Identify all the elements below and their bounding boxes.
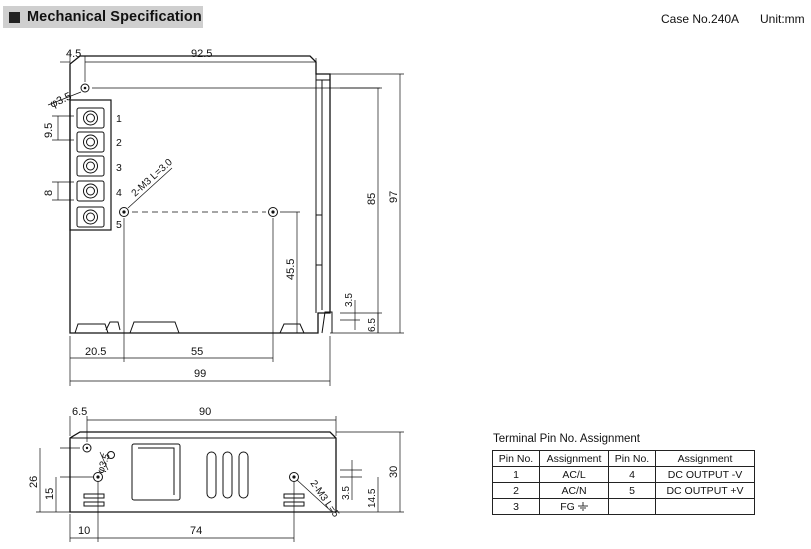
cell: 5 xyxy=(608,482,656,499)
top-view: 1 2 3 4 5 xyxy=(43,48,404,386)
table-row: 1 AC/L 4 DC OUTPUT -V xyxy=(492,466,755,483)
cell: DC OUTPUT +V xyxy=(655,482,755,499)
section-header: Mechanical Specification xyxy=(3,6,203,28)
dim-side-3-5: 3.5 xyxy=(341,486,352,500)
pin-assignment-table: Pin No. Assignment Pin No. Assignment 1 … xyxy=(492,450,755,515)
dim-side-6-5: 6.5 xyxy=(72,406,87,418)
terminal-label-1: 1 xyxy=(116,113,122,125)
case-number: Case No.240A xyxy=(661,12,740,26)
cell: 3 xyxy=(492,498,540,515)
side-view: 6.5 90 φ3.5 26 15 2-M3 L=5 3.5 14.5 30 1… xyxy=(28,406,404,542)
header-assignment: Assignment xyxy=(539,450,609,467)
dim-8: 8 xyxy=(43,190,55,196)
cell-fg: FG xyxy=(539,498,609,515)
ground-icon xyxy=(577,501,588,510)
cell: AC/L xyxy=(539,466,609,483)
cell: AC/N xyxy=(539,482,609,499)
mounting-hole xyxy=(80,83,90,93)
dim-85: 85 xyxy=(366,193,378,205)
dim-6-5: 6.5 xyxy=(367,318,378,332)
unit-label: Unit:mm xyxy=(760,12,805,26)
dim-90: 90 xyxy=(199,406,211,418)
dim-4-5: 4.5 xyxy=(66,48,81,60)
dim-92-5: 92.5 xyxy=(191,48,212,60)
dim-14-5: 14.5 xyxy=(367,488,378,508)
dim-55: 55 xyxy=(191,346,203,358)
table-row: 3 FG xyxy=(492,498,755,515)
cell: DC OUTPUT -V xyxy=(655,466,755,483)
terminal-label-4: 4 xyxy=(116,187,122,199)
section-title: Mechanical Specification xyxy=(27,9,202,25)
header-assignment-2: Assignment xyxy=(655,450,755,467)
mounting-hole xyxy=(119,207,129,217)
screw-note-top: 2-M3 L=3.0 xyxy=(130,157,175,200)
cell: 2 xyxy=(492,482,540,499)
table-row: 2 AC/N 5 DC OUTPUT +V xyxy=(492,482,755,499)
terminal-label-5: 5 xyxy=(116,219,122,231)
terminal-label-2: 2 xyxy=(116,137,122,149)
pin-table-caption: Terminal Pin No. Assignment xyxy=(493,433,641,445)
dim-15: 15 xyxy=(44,488,56,500)
dim-99: 99 xyxy=(194,368,206,380)
dim-74: 74 xyxy=(190,525,202,537)
dim-30: 30 xyxy=(388,466,400,478)
header-pin-no-2: Pin No. xyxy=(608,450,656,467)
dim-9-5: 9.5 xyxy=(43,123,55,138)
cell xyxy=(655,498,755,515)
mounting-hole xyxy=(289,472,299,482)
dim-3-5: 3.5 xyxy=(344,293,355,307)
terminal-screws xyxy=(76,107,105,228)
dim-side-hole-diameter: φ3.5 xyxy=(95,452,112,475)
mounting-hole xyxy=(268,207,278,217)
cell: 1 xyxy=(492,466,540,483)
dim-10: 10 xyxy=(78,525,90,537)
cell: 4 xyxy=(608,466,656,483)
cell xyxy=(608,498,656,515)
dim-26: 26 xyxy=(28,476,40,488)
header-pin-no: Pin No. xyxy=(492,450,540,467)
table-header-row: Pin No. Assignment Pin No. Assignment xyxy=(492,450,755,467)
dim-20-5: 20.5 xyxy=(85,346,106,358)
terminal-label-3: 3 xyxy=(116,162,122,174)
cell-fg-label: FG xyxy=(560,500,575,513)
dim-45-5: 45.5 xyxy=(285,259,297,280)
dim-97: 97 xyxy=(388,191,400,203)
header-square-icon xyxy=(9,11,20,23)
